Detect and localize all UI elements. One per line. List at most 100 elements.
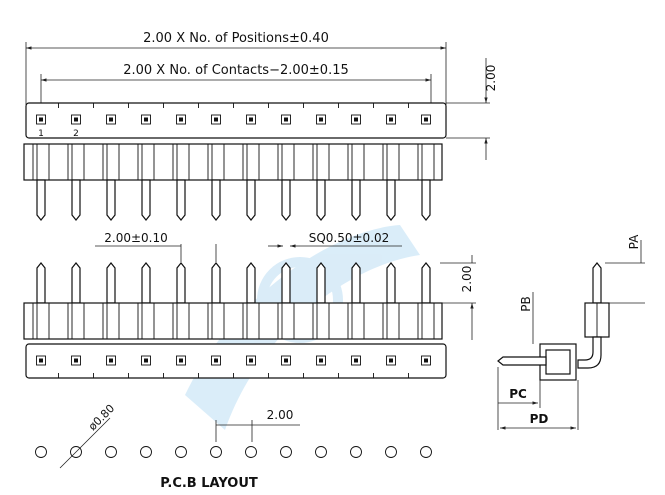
pcb-hole: [35, 446, 47, 458]
hole-diameter-leader: [59, 417, 111, 469]
pd-label: PD: [530, 412, 549, 426]
pitch-label: 2.00±0.10: [104, 231, 168, 245]
top-pad: [316, 114, 326, 125]
pcb-hole: [315, 446, 327, 458]
front-pad: [246, 355, 256, 366]
top-pin: [421, 179, 431, 221]
front-pin: [421, 262, 431, 304]
overall-length-label: 2.00 X No. of Positions±0.40: [143, 31, 329, 46]
top-pad: [36, 114, 46, 125]
front-pin: [71, 262, 81, 304]
front-pins-group: [36, 262, 431, 304]
top-body-block: [23, 143, 443, 181]
pcb-hole: [105, 446, 117, 458]
top-pin: [316, 179, 326, 221]
pc-label: PC: [509, 387, 527, 401]
pb-label: PB: [519, 296, 533, 311]
side-view: PA PB PC PD: [497, 234, 645, 430]
top-pin: [141, 179, 151, 221]
front-pin: [281, 262, 291, 304]
top-pad: [281, 114, 291, 125]
top-body-dividers: [32, 144, 435, 180]
pcb-hole: [280, 446, 292, 458]
front-pin: [246, 262, 256, 304]
pcb-layout: 2.00 ø0.80 P.C.B LAYOUT: [35, 402, 432, 491]
top-pad-core: [144, 117, 148, 122]
top-pin: [36, 179, 46, 221]
top-pad-core: [249, 117, 253, 122]
top-pad-core: [214, 117, 218, 122]
top-pad-core: [319, 117, 323, 122]
top-pin: [351, 179, 361, 221]
pin-square-label: SQ0.50±0.02: [309, 231, 390, 245]
front-pin: [106, 262, 116, 304]
top-pad-core: [74, 117, 78, 122]
front-pad: [421, 355, 431, 366]
top-pins-group: [36, 179, 431, 221]
side-housing-inner: [545, 349, 571, 375]
top-pad: [351, 114, 361, 125]
front-pad: [106, 355, 116, 366]
front-pad-core: [424, 358, 428, 363]
front-pin: [351, 262, 361, 304]
front-pad-core: [144, 358, 148, 363]
front-pad-core: [389, 358, 393, 363]
top-pad: [386, 114, 396, 125]
pcb-hole: [385, 446, 397, 458]
pcb-hole: [210, 446, 222, 458]
pin-2-label: 2: [73, 129, 79, 139]
pcb-holes-group: [35, 446, 432, 458]
top-pin: [281, 179, 291, 221]
top-pads-group: [36, 103, 431, 125]
side-body-height-label: 2.00: [460, 266, 474, 293]
front-pad: [211, 355, 221, 366]
front-pad: [351, 355, 361, 366]
front-pin: [176, 262, 186, 304]
front-pad: [141, 355, 151, 366]
top-view: 2.00 X No. of Positions±0.40 2.00 X No. …: [23, 31, 498, 221]
pcb-hole: [245, 446, 257, 458]
top-pin: [246, 179, 256, 221]
front-pin: [316, 262, 326, 304]
front-pads-group: [36, 355, 431, 378]
top-pad-core: [424, 117, 428, 122]
front-pad: [176, 355, 186, 366]
side-horizontal-pin: [497, 356, 547, 366]
front-pad: [386, 355, 396, 366]
side-vertical-pin: [592, 262, 602, 304]
front-pad-core: [249, 358, 253, 363]
front-pin: [36, 262, 46, 304]
front-pad-core: [39, 358, 43, 363]
front-housing-strip: [25, 343, 447, 379]
pa-label: PA: [627, 234, 641, 249]
front-pad-core: [74, 358, 78, 363]
front-pad-core: [354, 358, 358, 363]
front-pin: [386, 262, 396, 304]
front-pad: [316, 355, 326, 366]
top-pad: [176, 114, 186, 125]
front-pad-core: [109, 358, 113, 363]
top-pin: [176, 179, 186, 221]
hole-pitch-label: 2.00: [267, 408, 294, 422]
pcb-layout-title: P.C.B LAYOUT: [160, 476, 258, 491]
front-pad: [281, 355, 291, 366]
top-body-height-label: 2.00: [484, 65, 498, 92]
top-pad: [71, 114, 81, 125]
front-pad-core: [319, 358, 323, 363]
top-pad-core: [179, 117, 183, 122]
contact-span-label: 2.00 X No. of Contacts−2.00±0.15: [123, 63, 349, 78]
top-housing-strip: [25, 102, 447, 139]
front-pad-core: [214, 358, 218, 363]
top-pad: [106, 114, 116, 125]
pcb-hole: [175, 446, 187, 458]
top-pad: [211, 114, 221, 125]
top-pin: [211, 179, 221, 221]
pcb-hole: [420, 446, 432, 458]
top-pin: [106, 179, 116, 221]
pin-1-label: 1: [38, 129, 44, 139]
front-pin: [141, 262, 151, 304]
side-pin-bend: [577, 336, 602, 369]
front-body-block: [23, 302, 443, 340]
front-pad-core: [284, 358, 288, 363]
